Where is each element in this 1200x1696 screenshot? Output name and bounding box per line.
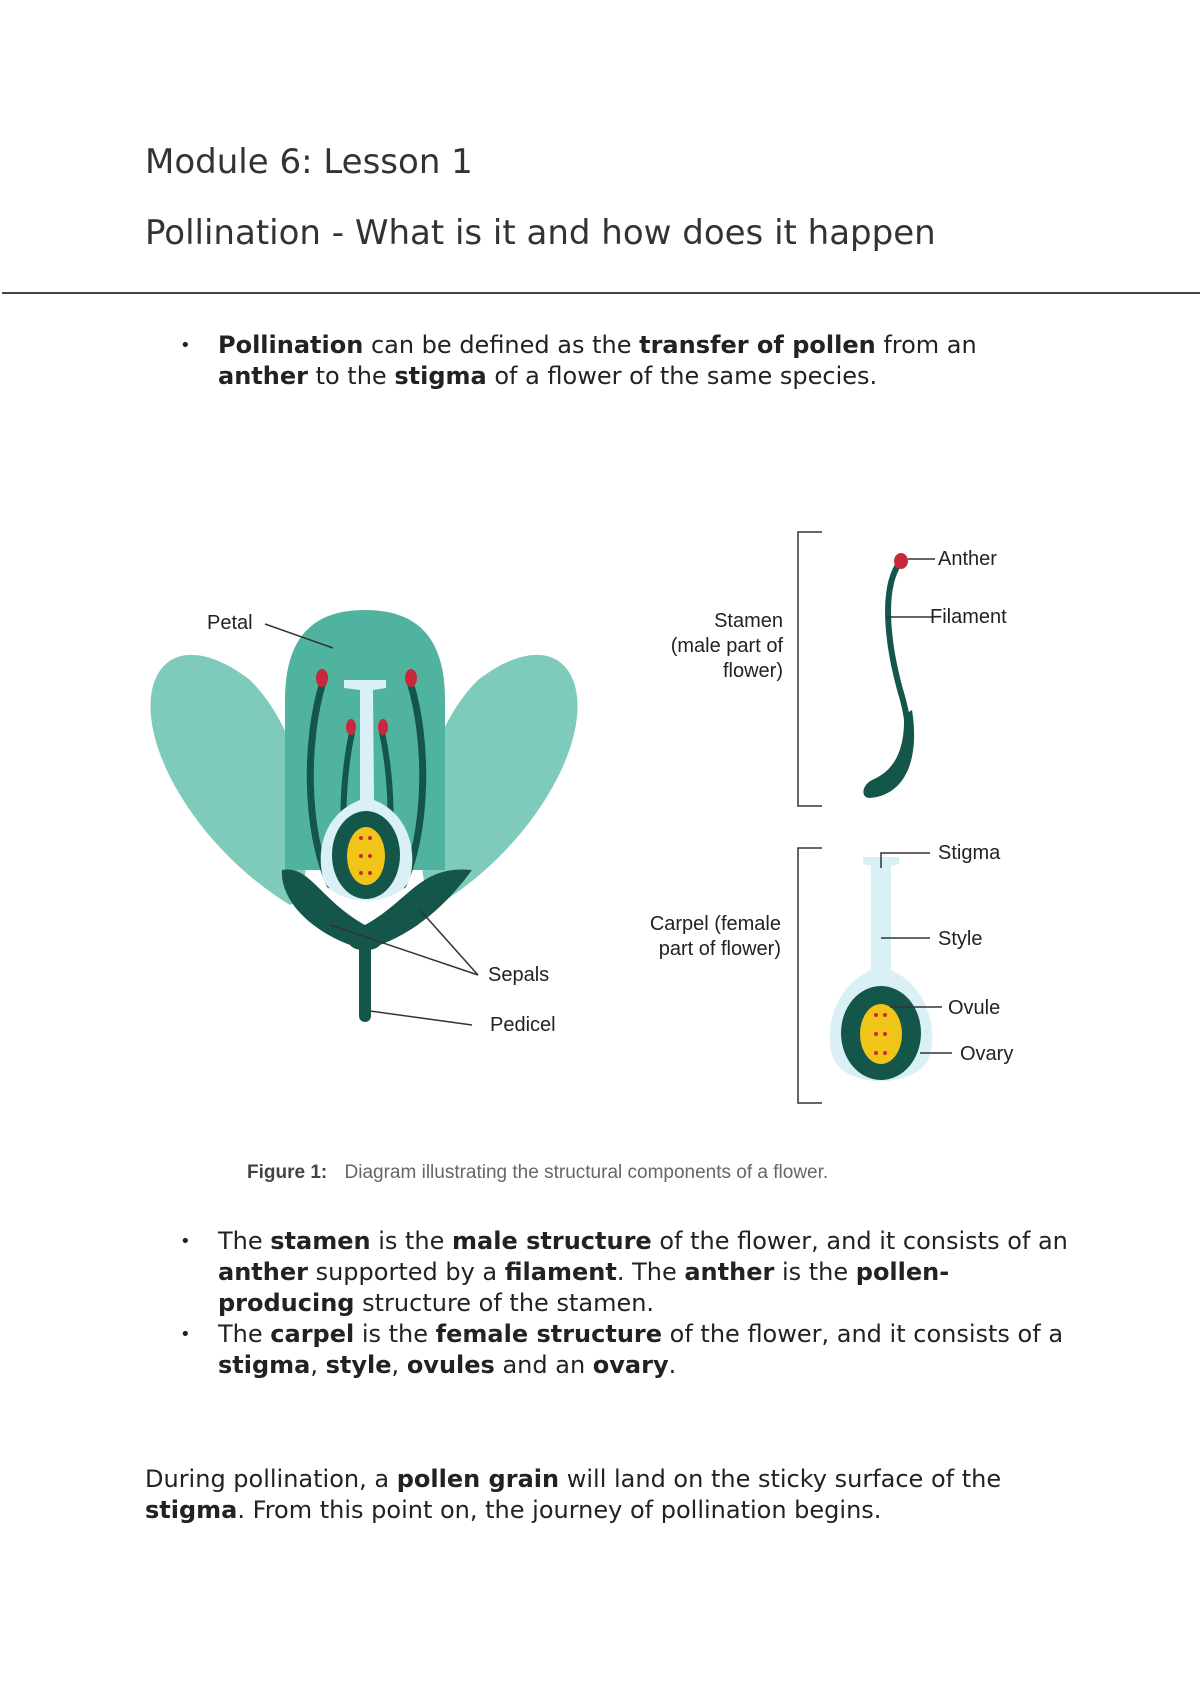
text: . The — [616, 1258, 685, 1286]
bullet-dot: • — [180, 1231, 191, 1252]
label-petal: Petal — [207, 612, 253, 634]
term-pollination: Pollination — [218, 331, 364, 359]
label-filament: Filament — [930, 606, 1007, 628]
text: structure of the stamen. — [354, 1289, 655, 1317]
term-stamen: stamen — [270, 1227, 371, 1255]
label-style: Style — [938, 928, 982, 950]
ovule-detail — [860, 1004, 902, 1064]
text: of the flower, and it consists of a — [662, 1320, 1064, 1348]
label-stigma: Stigma — [938, 842, 1001, 864]
text: to the — [307, 362, 395, 390]
label-pedicel: Pedicel — [490, 1014, 556, 1036]
term-ovary: ovary — [592, 1351, 669, 1379]
lesson-title: Pollination - What is it and how does it… — [145, 213, 936, 253]
stamen-filament-base — [863, 710, 915, 798]
bullet-pollination-definition: • Pollination can be defined as the tran… — [180, 330, 1058, 392]
label-ovary: Ovary — [960, 1043, 1013, 1065]
term-pollen-producing: pollen-producing — [218, 1258, 950, 1317]
term-anther: anther — [218, 362, 308, 390]
text: and an — [494, 1351, 593, 1379]
stamen-bracket — [797, 531, 822, 807]
term-stigma: stigma — [394, 362, 487, 390]
term-transfer-of-pollen: transfer of pollen — [639, 331, 876, 359]
term-pollen-grain: pollen grain — [396, 1465, 560, 1493]
label-carpel-line2: part of flower) — [659, 938, 781, 960]
term-stigma: stigma — [145, 1496, 238, 1524]
sepals-leader-b — [419, 909, 479, 976]
pedicel — [359, 930, 371, 1022]
text: The — [218, 1227, 271, 1255]
term-female-structure: female structure — [435, 1320, 663, 1348]
pollination-paragraph: During pollination, a pollen grain will … — [145, 1464, 1085, 1526]
term-male-structure: male structure — [452, 1227, 652, 1255]
anther-outer-right — [405, 669, 417, 687]
term-anther: anther — [684, 1258, 775, 1286]
term-carpel: carpel — [270, 1320, 355, 1348]
figure-caption-label: Figure 1: — [247, 1162, 327, 1183]
text: is the — [774, 1258, 856, 1286]
label-anther: Anther — [938, 548, 997, 570]
petal-leader — [264, 623, 334, 649]
text: The — [218, 1320, 271, 1348]
term-filament: filament — [504, 1258, 617, 1286]
figure-caption: Figure 1: Diagram illustrating the struc… — [247, 1162, 828, 1183]
label-stamen-line2: (male part of — [671, 635, 784, 657]
text: of a flower of the same species. — [486, 362, 878, 390]
term-anther: anther — [218, 1258, 308, 1286]
bullet-dot: • — [180, 1324, 191, 1345]
text: . From this point on, the journey of pol… — [237, 1496, 882, 1524]
bullet-stamen: • The stamen is the male structure of th… — [180, 1226, 1078, 1319]
anther-inner-right — [378, 719, 388, 735]
term-style: style — [325, 1351, 392, 1379]
ovule — [347, 827, 385, 885]
label-ovule: Ovule — [948, 997, 1000, 1019]
text: of the flower, and it consists of an — [651, 1227, 1068, 1255]
bullet-dot: • — [180, 335, 191, 356]
carpel-bracket — [797, 847, 822, 1104]
text: , — [310, 1351, 326, 1379]
label-sepals: Sepals — [488, 964, 549, 986]
text: supported by a — [307, 1258, 505, 1286]
label-stamen-line3: flower) — [723, 660, 783, 682]
text: from an — [875, 331, 977, 359]
pedicel-leader — [369, 1010, 473, 1026]
text: During pollination, a — [145, 1465, 397, 1493]
text: can be defined as the — [363, 331, 640, 359]
figure-caption-text: Diagram illustrating the structural comp… — [345, 1162, 829, 1183]
stigma-leader — [880, 852, 930, 868]
label-carpel-line1: Carpel (female — [650, 913, 781, 935]
label-stamen-line1: Stamen — [714, 610, 783, 632]
sepals-leader-a — [329, 924, 479, 976]
left-petal — [150, 654, 308, 905]
term-stigma: stigma — [218, 1351, 311, 1379]
text: . — [668, 1351, 677, 1379]
header-divider — [2, 292, 1200, 294]
bullet-carpel: • The carpel is the female structure of … — [180, 1319, 1078, 1381]
text: , — [391, 1351, 407, 1379]
stamen-anther-detail — [894, 553, 908, 569]
text: is the — [370, 1227, 453, 1255]
right-petal — [420, 654, 578, 905]
text: will land on the sticky surface of the — [559, 1465, 1002, 1493]
anther-outer-left — [316, 669, 328, 687]
module-heading: Module 6: Lesson 1 — [145, 142, 473, 182]
anther-inner-left — [346, 719, 356, 735]
term-ovules: ovules — [406, 1351, 495, 1379]
sepals — [281, 869, 472, 951]
text: is the — [354, 1320, 436, 1348]
